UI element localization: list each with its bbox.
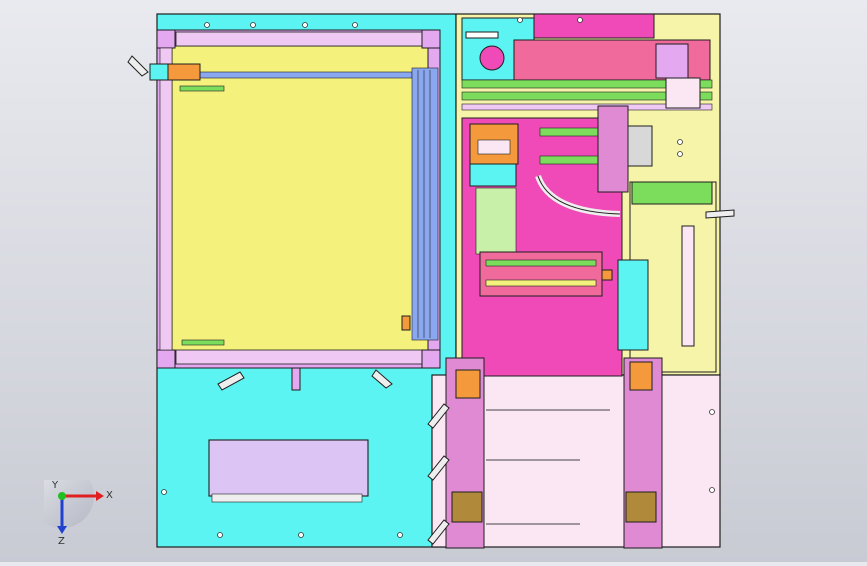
- green-shaft-2: [539, 155, 601, 165]
- control-connector-strip: [211, 493, 363, 503]
- corner-block-br: [421, 349, 441, 369]
- magenta-top-bar: [533, 13, 655, 39]
- guide-rail-2: [461, 91, 713, 101]
- right-orange-clamp: [629, 361, 653, 391]
- latch-handle[interactable]: [127, 55, 149, 77]
- left-motor: [451, 491, 483, 523]
- round-bore: [479, 45, 505, 71]
- triad-backdrop: [44, 480, 94, 528]
- clamp-pin: [291, 367, 301, 391]
- ribbed-block: [627, 125, 653, 167]
- orange-stub: [601, 269, 613, 281]
- slider-block: [665, 77, 701, 109]
- control-box: [208, 439, 369, 497]
- green-bar-top: [179, 85, 225, 92]
- cyan-carrier: [469, 163, 517, 187]
- door-top-rail: [175, 31, 429, 47]
- clamp-handle-right[interactable]: [371, 369, 393, 389]
- triad-z-arrow: [57, 526, 67, 534]
- lower-handle-2[interactable]: [427, 455, 450, 481]
- left-orange-clamp: [455, 369, 481, 399]
- mid-shaft-1: [485, 259, 597, 267]
- clamp-handle-left[interactable]: [217, 371, 245, 391]
- motor-mount: [655, 43, 689, 79]
- mid-shaft-2: [485, 279, 597, 287]
- curved-lever-outline: [537, 175, 621, 215]
- axis-triad: X Y Z: [44, 480, 113, 547]
- right-motor: [625, 491, 657, 523]
- triad-y-origin: [58, 492, 66, 500]
- green-shaft-1: [539, 127, 601, 137]
- cyan-cylinder-left: [617, 259, 649, 351]
- lower-handle-3[interactable]: [427, 519, 450, 545]
- green-top-bracket: [631, 181, 713, 205]
- guide-rail-1: [461, 79, 713, 89]
- door-left-strip: [159, 47, 173, 351]
- triad-x-label: X: [106, 490, 113, 501]
- vertical-cylinder: [681, 225, 695, 347]
- small-sensor: [401, 315, 411, 331]
- triad-x-arrow: [96, 491, 104, 501]
- mid-shaft-assembly: [479, 251, 603, 297]
- green-vertical-rails: [475, 187, 517, 255]
- vertical-guide: [597, 105, 629, 193]
- green-bar-bottom: [181, 339, 225, 346]
- corner-block-tr: [421, 29, 441, 49]
- triad-z-label: Z: [58, 536, 65, 547]
- triad-y-label: Y: [51, 480, 59, 491]
- gear-teeth: [477, 139, 511, 155]
- fastener-dots: [161, 17, 715, 538]
- blue-rail-top: [179, 71, 413, 79]
- corner-block-tl: [156, 29, 176, 49]
- guide-rail-3: [461, 103, 713, 111]
- top-slot: [465, 31, 499, 39]
- corner-block-bl: [156, 349, 176, 369]
- blue-rail-right: [411, 67, 439, 341]
- lower-handle-1[interactable]: [427, 403, 450, 429]
- door-frame-inner: [171, 45, 429, 353]
- door-bottom-rail: [175, 349, 429, 365]
- side-handle[interactable]: [705, 209, 735, 219]
- latch-cyan: [149, 63, 169, 81]
